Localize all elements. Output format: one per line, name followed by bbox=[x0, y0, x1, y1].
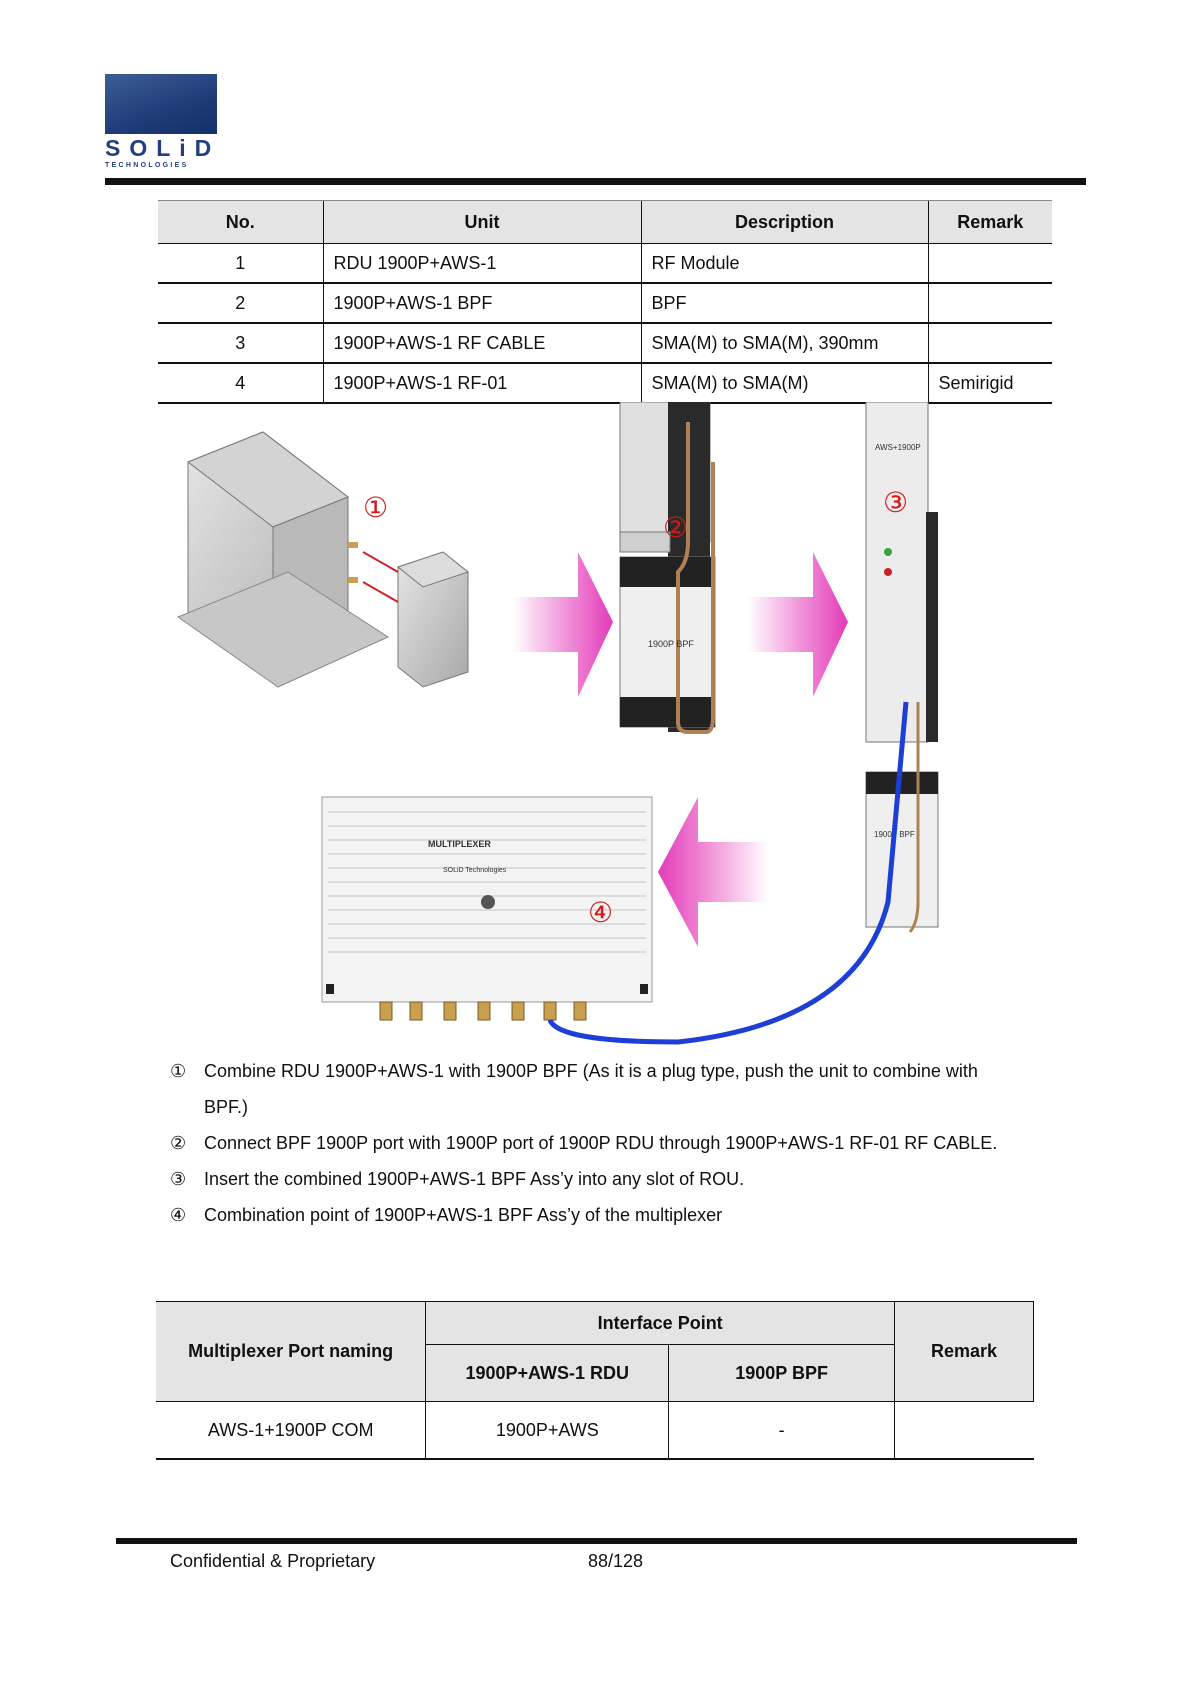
bpf-label-middle: 1900P BPF bbox=[648, 639, 694, 649]
cell-port: AWS-1+1900P COM bbox=[156, 1401, 426, 1460]
col-bpf: 1900P BPF bbox=[668, 1344, 896, 1402]
multiplexer-label: MULTIPLEXER bbox=[428, 839, 491, 849]
marker-4: ④ bbox=[588, 897, 613, 928]
cell-remark bbox=[894, 1401, 1034, 1460]
step-item: ③ Insert the combined 1900P+AWS-1 BPF As… bbox=[170, 1161, 1022, 1197]
arrow-right-1 bbox=[513, 552, 613, 697]
col-rdu: 1900P+AWS-1 RDU bbox=[425, 1344, 670, 1402]
logo-subtext: TECHNOLOGIES bbox=[105, 162, 189, 169]
step-text: Combine RDU 1900P+AWS-1 with 1900P BPF (… bbox=[204, 1061, 978, 1117]
assembly-steps: ① Combine RDU 1900P+AWS-1 with 1900P BPF… bbox=[170, 1053, 1022, 1233]
cell-no: 2 bbox=[158, 283, 323, 324]
logo-mark bbox=[105, 74, 217, 134]
marker-2: ② bbox=[663, 512, 688, 543]
step-text: Insert the combined 1900P+AWS-1 BPF Ass’… bbox=[204, 1169, 745, 1189]
cell-remark bbox=[927, 283, 1052, 324]
cell-description: SMA(M) to SMA(M), 390mm bbox=[640, 323, 928, 364]
table-row: 4 1900P+AWS-1 RF-01 SMA(M) to SMA(M) Sem… bbox=[158, 363, 1052, 404]
marker-1: ① bbox=[363, 492, 388, 523]
footer-confidential: Confidential & Proprietary bbox=[170, 1551, 376, 1571]
step-item: ① Combine RDU 1900P+AWS-1 with 1900P BPF… bbox=[170, 1053, 1022, 1125]
cell-rdu: 1900P+AWS bbox=[425, 1401, 669, 1460]
rdu-label-right: AWS+1900P bbox=[875, 443, 921, 452]
col-unit: Unit bbox=[322, 200, 641, 244]
cell-bpf: - bbox=[668, 1401, 895, 1460]
cell-remark bbox=[927, 243, 1052, 284]
step-marker: ③ bbox=[170, 1169, 187, 1189]
col-remark: Remark bbox=[927, 200, 1052, 244]
step-item: ④ Combination point of 1900P+AWS-1 BPF A… bbox=[170, 1197, 1022, 1233]
assembly-figure: ① 1900P BPF ② AWS+1900P 1900P B bbox=[158, 401, 1018, 1052]
col-port-naming: Multiplexer Port naming bbox=[156, 1301, 427, 1402]
cell-description: SMA(M) to SMA(M) bbox=[640, 363, 928, 404]
bpf-block bbox=[362, 551, 470, 688]
cell-unit: RDU 1900P+AWS-1 bbox=[322, 243, 641, 284]
parts-table: No. Unit Description Remark 1 RDU 1900P+… bbox=[158, 200, 1052, 404]
step-marker: ② bbox=[170, 1133, 187, 1153]
step-text: Connect BPF 1900P port with 1900P port o… bbox=[204, 1133, 998, 1153]
step-marker: ① bbox=[170, 1061, 187, 1081]
cell-no: 4 bbox=[158, 363, 323, 404]
rdu-module bbox=[176, 431, 390, 688]
assembly-diagram: ① 1900P BPF ② AWS+1900P 1900P B bbox=[176, 401, 939, 1045]
cell-no: 1 bbox=[158, 243, 323, 284]
col-no: No. bbox=[158, 200, 323, 244]
rf-cable bbox=[547, 701, 909, 1045]
col-remark: Remark bbox=[894, 1301, 1034, 1402]
rou-slot-assembly: AWS+1900P 1900P BPF bbox=[865, 401, 939, 933]
table-row: 3 1900P+AWS-1 RF CABLE SMA(M) to SMA(M),… bbox=[158, 323, 1052, 364]
arrow-left bbox=[658, 797, 768, 947]
cell-description: RF Module bbox=[640, 243, 928, 284]
port-table: Multiplexer Port naming Interface Point … bbox=[156, 1301, 1034, 1460]
step-item: ② Connect BPF 1900P port with 1900P port… bbox=[170, 1125, 1022, 1161]
table-row: 2 1900P+AWS-1 BPF BPF bbox=[158, 283, 1052, 324]
step-text: Combination point of 1900P+AWS-1 BPF Ass… bbox=[204, 1205, 723, 1225]
cell-description: BPF bbox=[640, 283, 928, 324]
cell-remark: Semirigid bbox=[927, 363, 1052, 404]
solid-tech-label: SOLiD Technologies bbox=[443, 867, 507, 874]
col-description: Description bbox=[640, 200, 928, 244]
cell-no: 3 bbox=[158, 323, 323, 364]
cell-unit: 1900P+AWS-1 RF-01 bbox=[322, 363, 641, 404]
marker-3: ③ bbox=[883, 487, 908, 518]
footer-rule bbox=[116, 1538, 1077, 1544]
cell-unit: 1900P+AWS-1 BPF bbox=[322, 283, 641, 324]
logo-text: SOLiD bbox=[105, 135, 221, 161]
rdu-bpf-assembly: 1900P BPF bbox=[619, 401, 716, 734]
step-marker: ④ bbox=[170, 1205, 187, 1225]
multiplexer-unit: MULTIPLEXER SOLiD Technologies bbox=[321, 796, 653, 1021]
table-row: 1 RDU 1900P+AWS-1 RF Module bbox=[158, 243, 1052, 284]
header-rule bbox=[105, 178, 1086, 185]
cell-remark bbox=[927, 323, 1052, 364]
cell-unit: 1900P+AWS-1 RF CABLE bbox=[322, 323, 641, 364]
parts-table-header: No. Unit Description Remark bbox=[158, 200, 1052, 244]
page-number: 88/128 bbox=[588, 1551, 644, 1571]
table-row: AWS-1+1900P COM 1900P+AWS - bbox=[156, 1401, 1034, 1460]
company-logo: SOLiD TECHNOLOGIES bbox=[105, 74, 217, 172]
col-interface-point: Interface Point bbox=[425, 1301, 896, 1345]
arrow-right-2 bbox=[748, 552, 848, 697]
